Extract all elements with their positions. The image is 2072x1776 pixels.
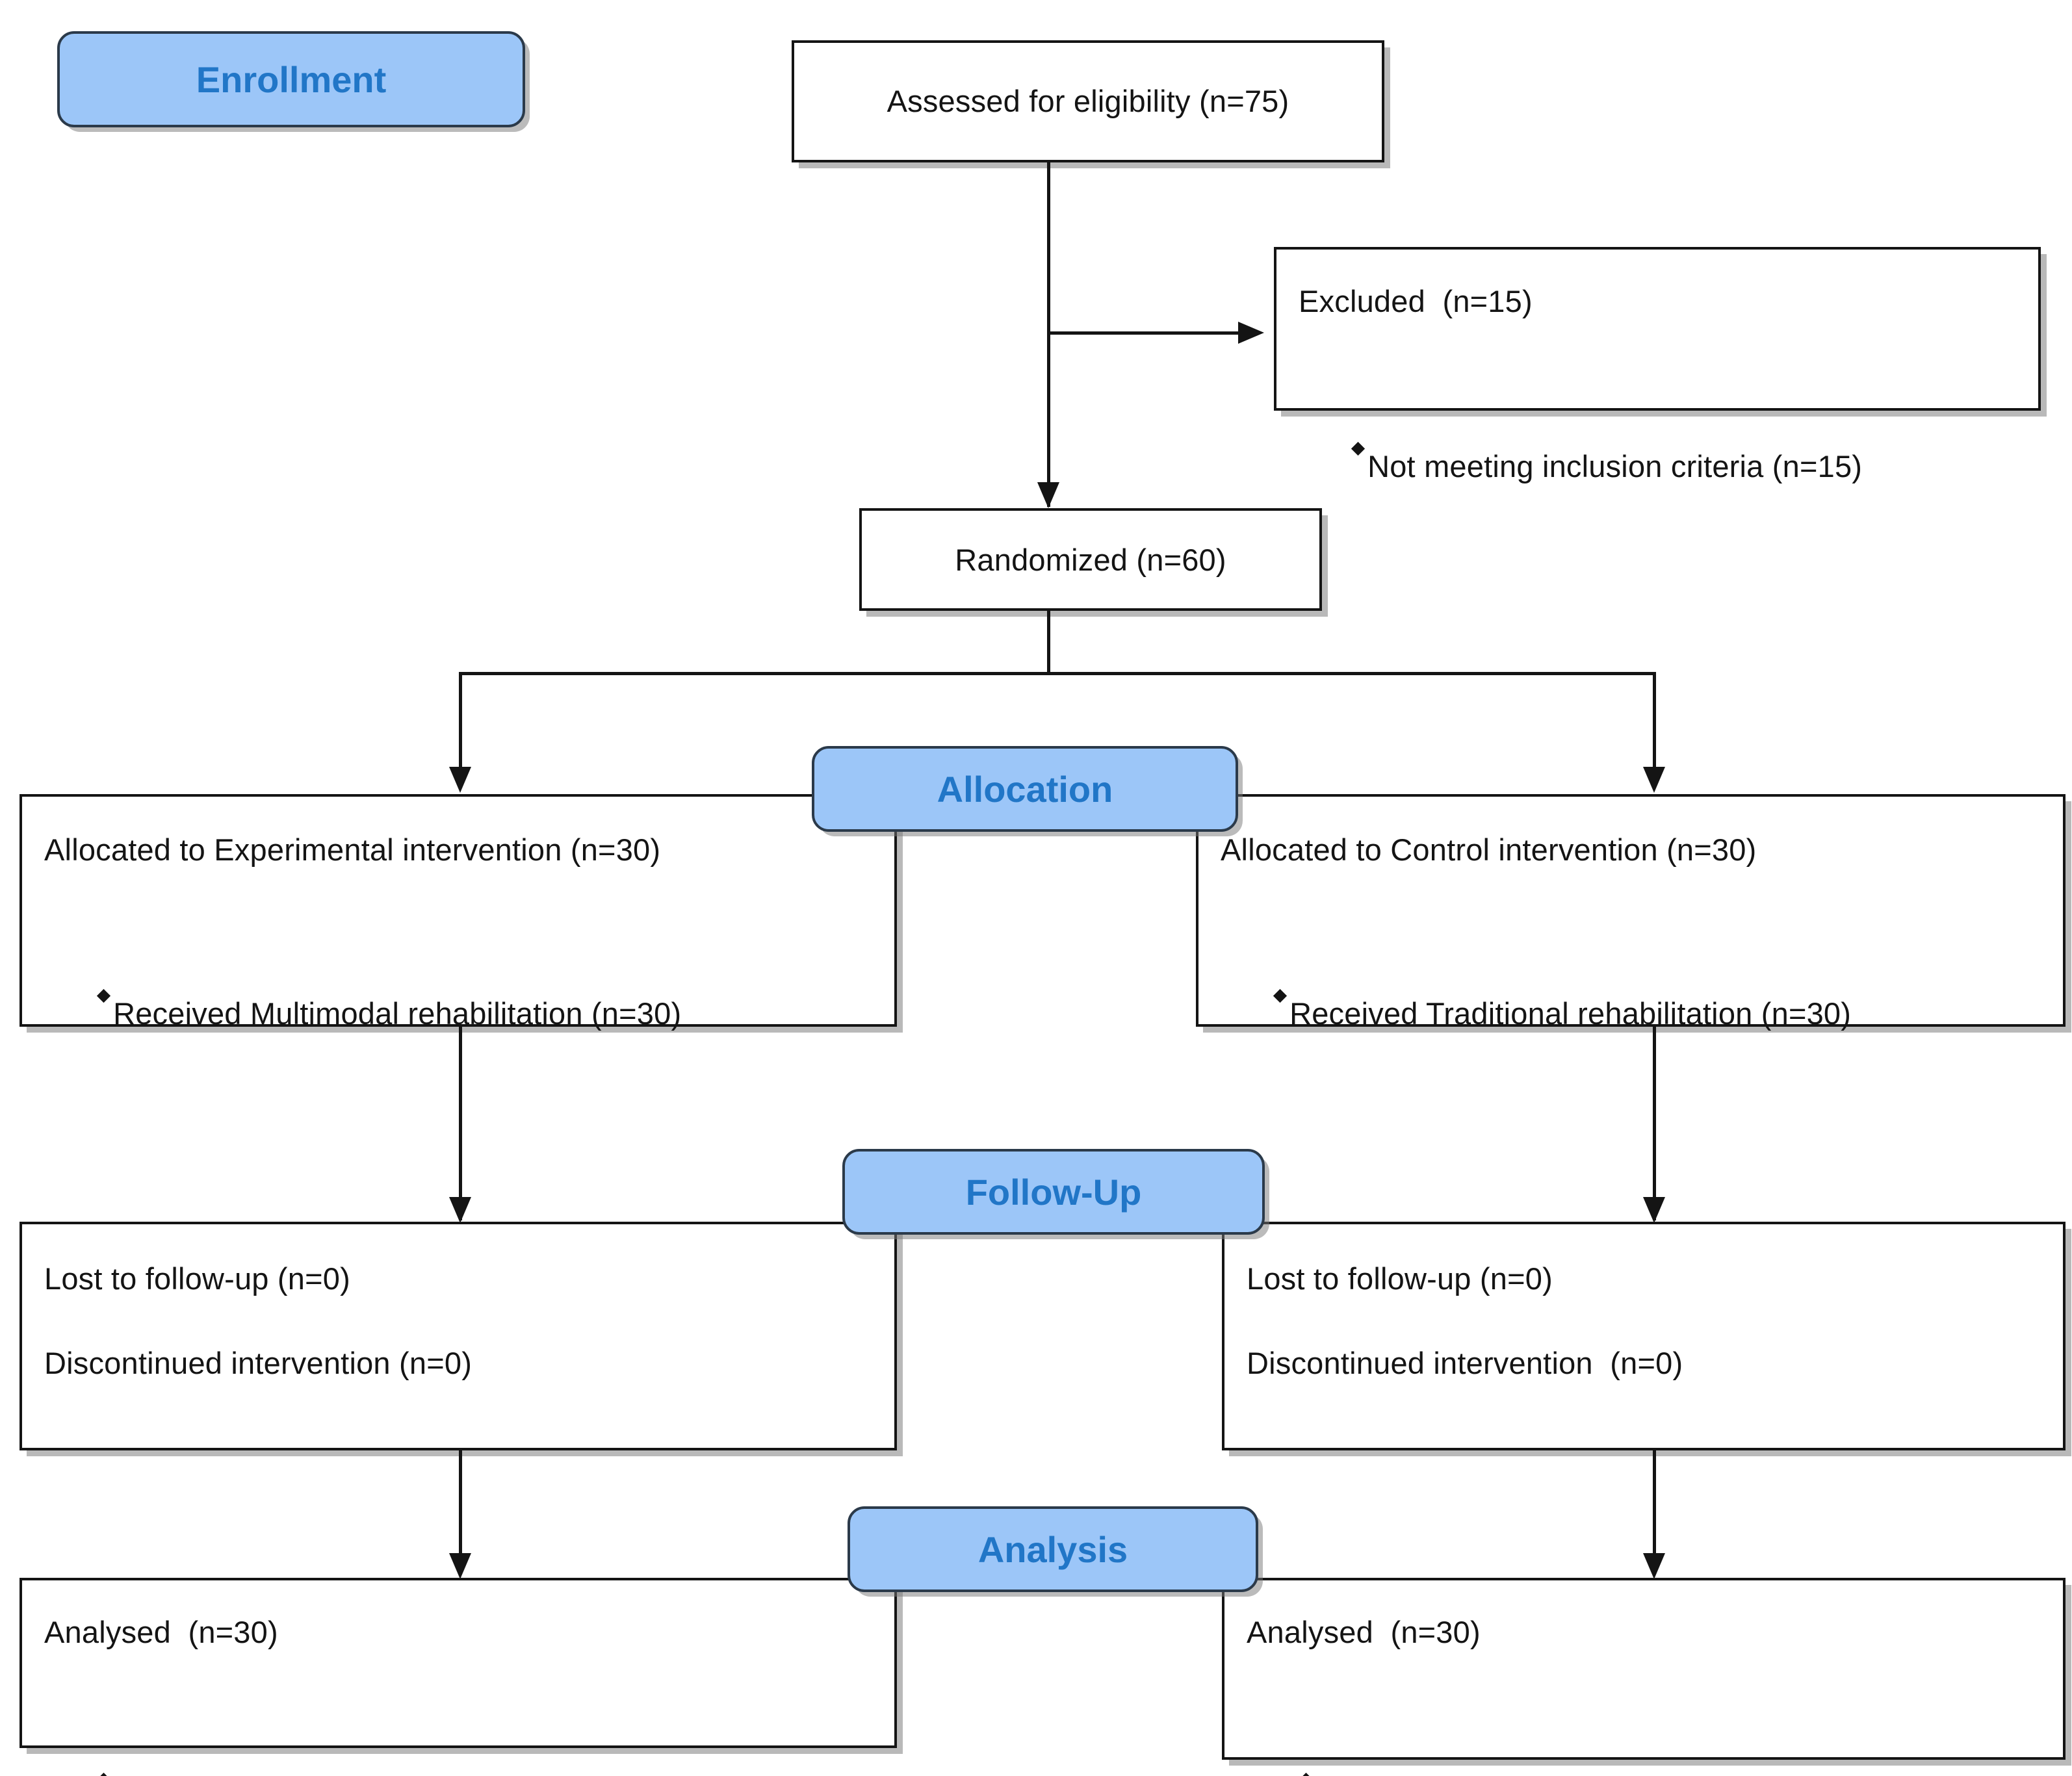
node-alloc-right-bullet-0: Received Traditional rehabilitation (n=3…	[1221, 888, 2047, 1104]
diamond-bullet-icon	[1351, 442, 1365, 456]
node-randomized: Randomized (n=60)	[859, 508, 1322, 611]
node-allocated-control: Allocated to Control intervention (n=30)…	[1196, 794, 2066, 1031]
stage-label-followup: Follow-Up	[842, 1149, 1265, 1235]
node-alloc-right-bullet-0-text: Received Traditional rehabilitation (n=3…	[1289, 996, 1852, 1031]
connector-alloc-right-to-follow-right	[1653, 1027, 1656, 1220]
node-excluded-title: Excluded (n=15)	[1299, 284, 1533, 318]
node-excluded-bullet-0: Not meeting inclusion criteria (n=15)	[1299, 341, 2023, 557]
stage-label-enrollment: Enrollment	[57, 31, 525, 127]
connector-alloc-left-to-follow-left	[459, 1027, 462, 1220]
stage-label-allocation-text: Allocation	[937, 768, 1113, 810]
node-follow-right-line1: Lost to follow-up (n=0)	[1247, 1261, 1553, 1296]
node-followup-left: Lost to follow-up (n=0) Discontinued int…	[19, 1222, 897, 1450]
arrowhead-into-randomized	[1037, 482, 1059, 508]
connector-randomized-split	[459, 672, 1656, 675]
node-excluded-bullet-0-text: Not meeting inclusion criteria (n=15)	[1367, 449, 1863, 484]
node-alloc-left-bullet-0: Received Multimodal rehabilitation (n=30…	[44, 888, 879, 1104]
node-analysis-left: Analysed (n=30) Excluded from analysis (…	[19, 1578, 897, 1776]
connector-to-excluded	[1047, 331, 1255, 335]
node-assessed-text: Assessed for eligibility (n=75)	[887, 84, 1289, 118]
node-alloc-right-title: Allocated to Control intervention (n=30)	[1221, 832, 1757, 867]
node-analysis-right-title: Analysed (n=30)	[1247, 1615, 1481, 1649]
arrowhead-into-analysis-left	[449, 1553, 471, 1579]
connector-split-right-drop	[1653, 672, 1656, 771]
node-alloc-left-bullet-0-text: Received Multimodal rehabilitation (n=30…	[113, 996, 682, 1031]
arrowhead-into-analysis-right	[1643, 1553, 1665, 1579]
node-excluded: Excluded (n=15) Not meeting inclusion cr…	[1274, 247, 2041, 483]
diamond-bullet-icon	[96, 989, 110, 1003]
node-analysis-left-bullet-0: Excluded from analysis (n=0)	[44, 1671, 879, 1776]
node-follow-left-line1: Lost to follow-up (n=0)	[44, 1261, 350, 1296]
node-analysis-left-title: Analysed (n=30)	[44, 1615, 278, 1649]
stage-label-followup-text: Follow-Up	[965, 1171, 1142, 1213]
stage-label-enrollment-text: Enrollment	[196, 58, 387, 100]
connector-randomized-down	[1047, 611, 1050, 675]
node-randomized-text: Randomized (n=60)	[955, 543, 1226, 577]
arrowhead-into-follow-left	[449, 1197, 471, 1223]
node-follow-left-line2: Discontinued intervention (n=0)	[44, 1346, 473, 1380]
node-alloc-left-title: Allocated to Experimental intervention (…	[44, 832, 661, 867]
node-analysis-right: Analysed (n=30) Excluded from analysis (…	[1222, 1578, 2066, 1776]
connector-follow-left-to-analysis-left	[459, 1450, 462, 1574]
diamond-bullet-icon	[1273, 989, 1287, 1003]
stage-label-analysis: Analysis	[848, 1506, 1258, 1592]
connector-split-left-drop	[459, 672, 462, 771]
node-follow-right-line2: Discontinued intervention (n=0)	[1247, 1346, 1683, 1380]
arrowhead-into-alloc-left	[449, 767, 471, 793]
diamond-bullet-icon	[96, 1773, 110, 1776]
arrowhead-into-alloc-right	[1643, 767, 1665, 793]
node-allocated-experimental: Allocated to Experimental intervention (…	[19, 794, 897, 1031]
arrowhead-into-follow-right	[1643, 1197, 1665, 1223]
stage-label-analysis-text: Analysis	[978, 1528, 1128, 1570]
connector-follow-right-to-analysis-right	[1653, 1450, 1656, 1574]
node-followup-right: Lost to follow-up (n=0) Discontinued int…	[1222, 1222, 2066, 1450]
arrowhead-into-excluded	[1238, 322, 1264, 344]
node-analysis-right-bullet-0: Excluded from analysis (n=0)	[1247, 1671, 2047, 1776]
connector-assessed-to-randomized	[1047, 162, 1050, 507]
node-assessed-for-eligibility: Assessed for eligibility (n=75)	[792, 40, 1384, 162]
diamond-bullet-icon	[1299, 1773, 1313, 1776]
stage-label-allocation: Allocation	[812, 746, 1238, 832]
